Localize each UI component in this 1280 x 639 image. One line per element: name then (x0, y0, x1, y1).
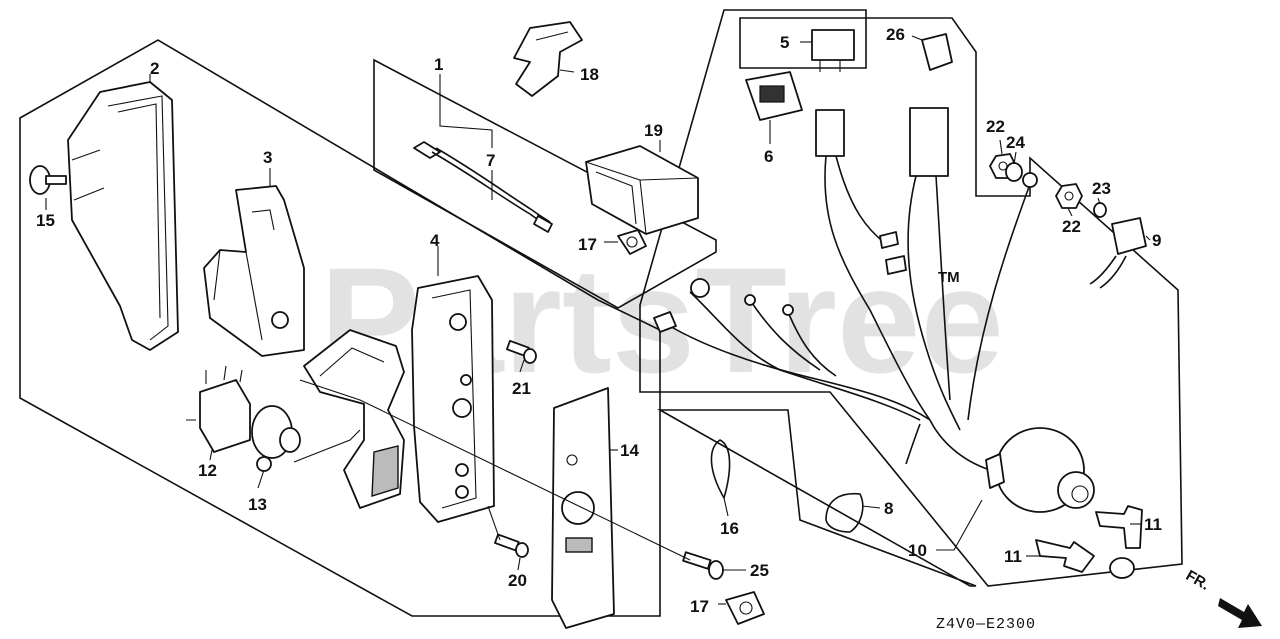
part-3-bracket[interactable] (203, 185, 305, 357)
callout-21: 21 (512, 379, 531, 398)
part-11-key-left[interactable] (1035, 539, 1095, 573)
callout-2: 2 (150, 59, 159, 78)
part-21-screw[interactable] (505, 339, 537, 364)
callouts: 2 3 4 1 7 15 5 26 6 18 19 17 22 24 23 22… (36, 25, 1162, 616)
callout-23: 23 (1092, 179, 1111, 198)
callout-22-upper: 22 (986, 117, 1005, 136)
part-20-screw[interactable] (494, 533, 529, 558)
part-12-switch[interactable] (186, 365, 251, 453)
part-10-harness[interactable] (653, 29, 1135, 579)
callout-6: 6 (764, 147, 773, 166)
watermark-tm: TM (938, 269, 960, 286)
callout-14: 14 (620, 441, 639, 460)
front-direction-indicator: FR. (1183, 567, 1262, 628)
group-outline-clip-kit (656, 409, 977, 587)
callout-4: 4 (430, 231, 440, 250)
callout-18: 18 (580, 65, 599, 84)
callout-8: 8 (884, 499, 893, 518)
callout-22-lower: 22 (1062, 217, 1081, 236)
callout-15: 15 (36, 211, 55, 230)
part-19-pad[interactable] (585, 145, 699, 235)
part-8-clip[interactable] (825, 492, 864, 533)
callout-24: 24 (1006, 133, 1025, 152)
part-17-clip-upper[interactable] (617, 229, 647, 255)
part-22-nut-lower[interactable] (1055, 183, 1083, 209)
callout-5: 5 (780, 33, 789, 52)
callout-17-lower: 17 (690, 597, 709, 616)
callout-7: 7 (486, 151, 495, 170)
callout-3: 3 (263, 148, 272, 167)
callout-26: 26 (886, 25, 905, 44)
callout-13: 13 (248, 495, 267, 514)
callout-25: 25 (750, 561, 769, 580)
part-15-screw[interactable] (29, 165, 67, 195)
group-outline-harness (639, 9, 1183, 587)
part-17-clip-lower[interactable] (725, 591, 765, 625)
callout-12: 12 (198, 461, 217, 480)
callout-10: 10 (908, 541, 927, 560)
part-7-cable[interactable] (413, 141, 553, 233)
diagram-code: Z4V0—E2300 (936, 616, 1036, 633)
callout-11-left: 11 (1004, 547, 1022, 566)
callout-19: 19 (644, 121, 663, 140)
callout-9: 9 (1152, 231, 1161, 250)
callout-17-upper: 17 (578, 235, 597, 254)
callout-11-right: 11 (1144, 515, 1162, 534)
part-11-key-right[interactable] (1095, 505, 1143, 549)
part-16-band[interactable] (710, 439, 731, 499)
part-9-sensor[interactable] (1089, 217, 1147, 289)
callout-20: 20 (508, 571, 527, 590)
part-24-washer[interactable] (1005, 162, 1023, 182)
part-23-washer[interactable] (1093, 202, 1107, 218)
front-arrow-icon (1218, 598, 1262, 628)
part-2-cover[interactable] (67, 81, 179, 351)
callout-1: 1 (434, 55, 443, 74)
group-outline-control-box (19, 39, 661, 617)
part-4-control-panel[interactable] (303, 275, 495, 523)
callout-16: 16 (720, 519, 739, 538)
part-25-bolt[interactable] (682, 551, 724, 580)
part-13-knob[interactable] (251, 405, 301, 472)
front-label: FR. (1183, 567, 1212, 594)
part-18-clamp[interactable] (513, 21, 583, 97)
leader-lines (45, 35, 1151, 605)
